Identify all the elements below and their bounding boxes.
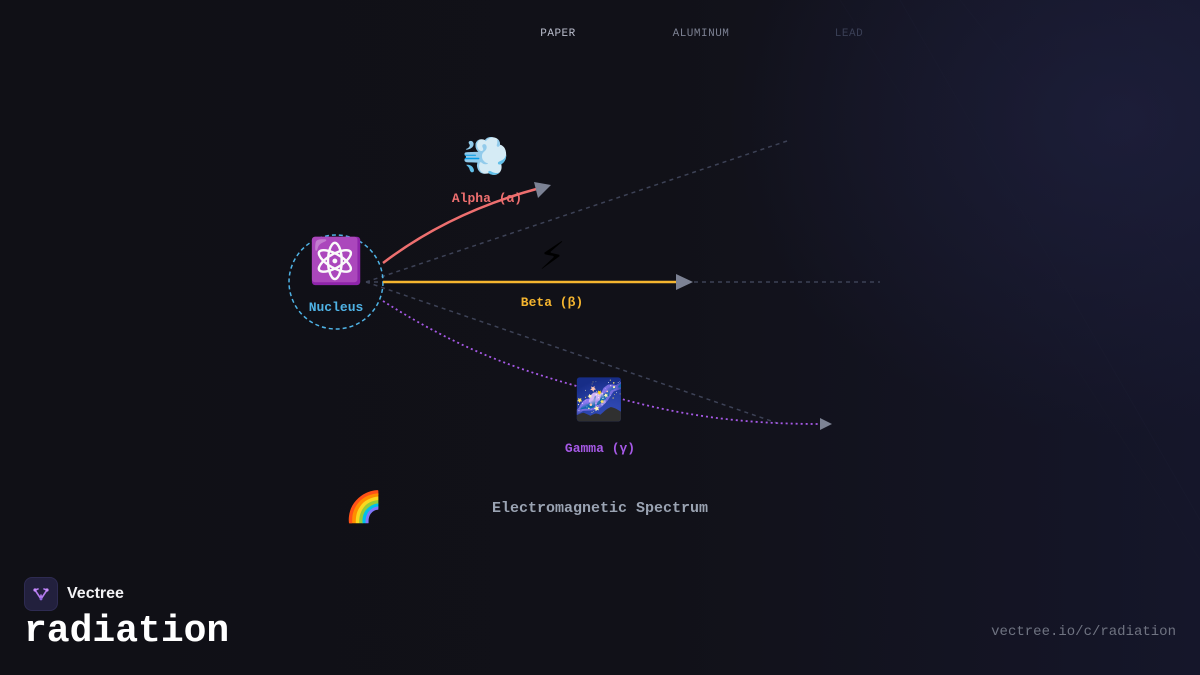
nucleus-label: Nucleus xyxy=(308,300,364,315)
milky-way-icon: 🌌 xyxy=(574,377,624,423)
vectree-logo-icon xyxy=(24,577,58,611)
gamma-ray-path xyxy=(382,300,821,425)
alpha-label: Alpha (α) xyxy=(451,191,523,206)
brand[interactable]: Vectree xyxy=(24,577,124,611)
guide-line-gamma xyxy=(365,281,781,425)
brand-name: Vectree xyxy=(67,585,124,602)
alpha-arrowhead xyxy=(534,182,551,198)
spectrum-label: Electromagnetic Spectrum xyxy=(491,500,709,517)
page-title: radiation xyxy=(24,610,230,653)
barrier-label-lead: LEAD xyxy=(834,28,864,40)
alpha-ray-path xyxy=(382,186,541,264)
lightning-icon: ⚡ xyxy=(538,234,566,278)
background-rays xyxy=(839,0,1200,561)
guide-line-alpha xyxy=(365,139,791,283)
dash-wind-icon: 💨 xyxy=(462,134,510,178)
beta-label: Beta (β) xyxy=(520,295,584,310)
barrier-label-aluminum: ALUMINUM xyxy=(672,28,730,40)
page-url[interactable]: vectree.io/c/radiation xyxy=(991,624,1176,640)
atom-icon: ⚛️ xyxy=(308,236,364,287)
rainbow-icon: 🌈 xyxy=(345,490,383,525)
gamma-arrowhead xyxy=(820,418,832,430)
gamma-label: Gamma (γ) xyxy=(564,441,636,456)
beta-arrowhead xyxy=(676,274,693,290)
barrier-label-paper: PAPER xyxy=(540,28,576,40)
vectree-logo-glyph xyxy=(33,588,49,601)
